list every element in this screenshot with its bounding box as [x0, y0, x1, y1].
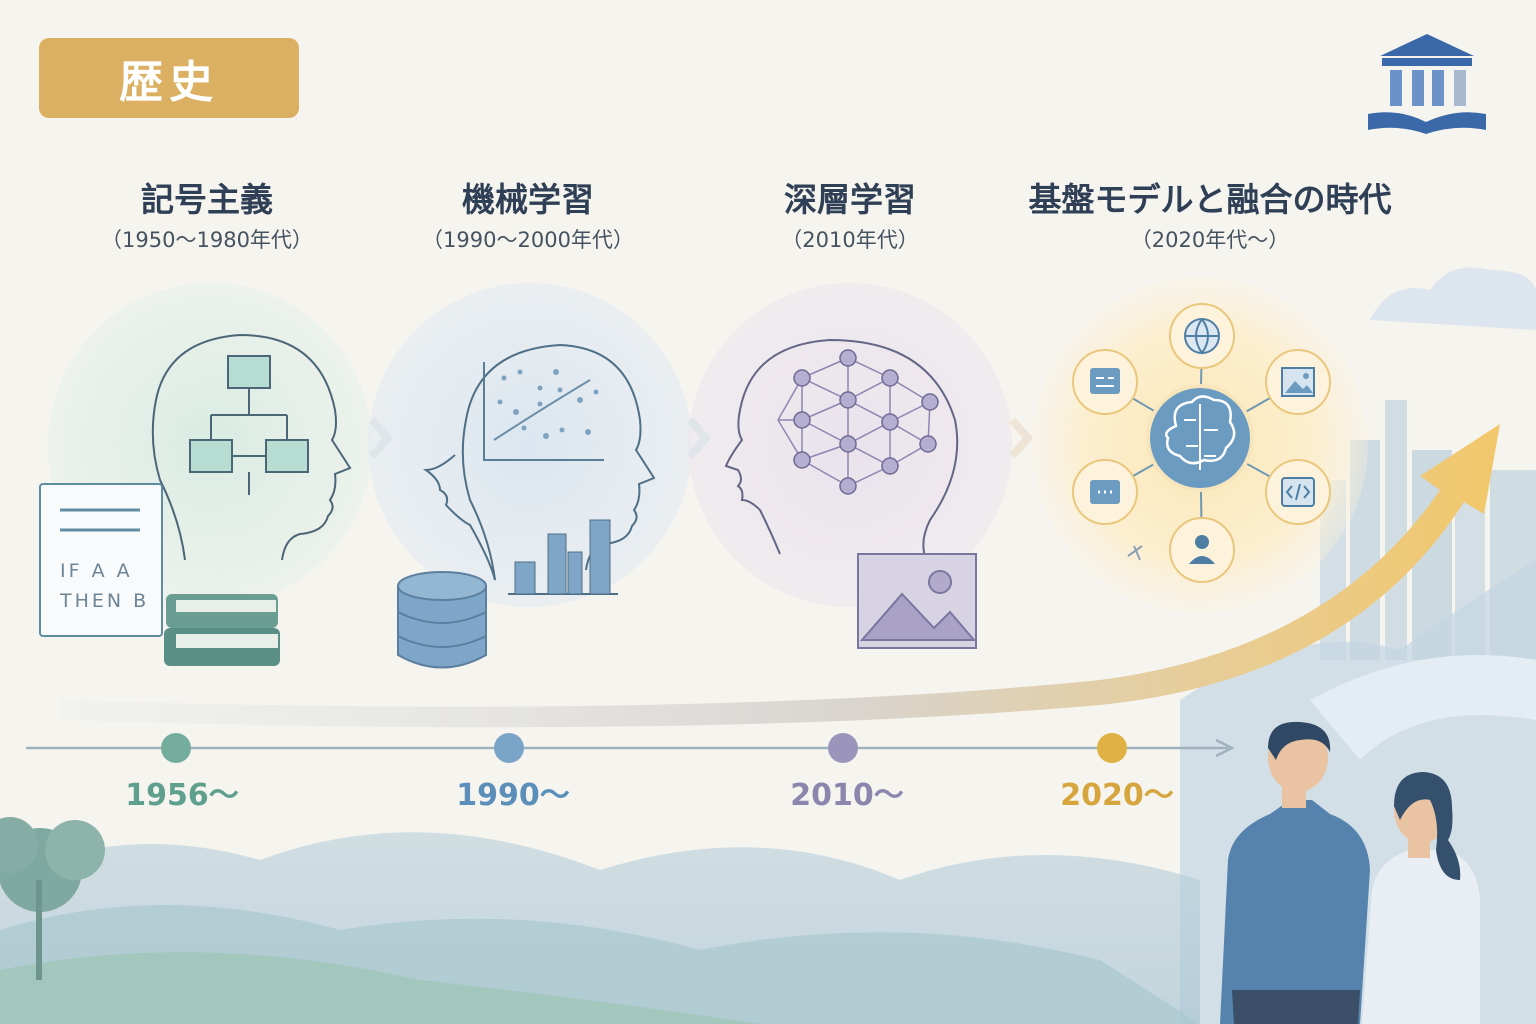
tools-icon: [1127, 545, 1143, 561]
books-icon: [164, 594, 280, 666]
database-icon: [397, 571, 487, 669]
woman-figure: [1362, 772, 1480, 1024]
year-label-1990: 1990〜: [456, 778, 570, 813]
tree-icon: [0, 817, 105, 980]
timeline-dot-2: [494, 733, 524, 763]
globe-icon: [1184, 318, 1220, 355]
era-title: 機械学習: [462, 180, 594, 219]
year-label-2020: 2020〜: [1060, 778, 1174, 813]
section-title-badge: 歴史: [39, 38, 299, 118]
era-machine-learning: 機械学習 （1990〜2000年代）: [338, 178, 718, 258]
rule-line-1: IF A A: [60, 560, 133, 582]
foundation-model-hub-icon: [1072, 303, 1331, 583]
era-period: （2010年代）: [781, 228, 919, 252]
era-circle-2: [368, 283, 692, 607]
timeline: [26, 733, 1235, 763]
user-icon: [1189, 535, 1215, 564]
bar-chart-icon: [508, 519, 618, 595]
chat-bubble-icon: [1090, 480, 1120, 504]
era-period: （1990〜2000年代）: [422, 228, 634, 252]
cloud-shape: [1370, 267, 1536, 330]
era-foundation-models: 基盤モデルと融合の時代 （2020年代〜）: [1010, 178, 1410, 258]
era-symbolism: 記号主義 （1950〜1980年代）: [17, 178, 397, 258]
era-title: 深層学習: [784, 180, 916, 219]
timeline-dot-4: [1097, 733, 1127, 763]
rule-line-2: THEN B: [60, 590, 150, 612]
code-icon: [1281, 477, 1315, 507]
timeline-dot-1: [161, 733, 191, 763]
head-neural-network-icon: [724, 338, 959, 557]
era-title: 基盤モデルと融合の時代: [1028, 180, 1392, 219]
timeline-dot-3: [828, 733, 858, 763]
university-book-icon: [1368, 34, 1486, 134]
man-figure: [1220, 721, 1370, 1024]
head-scatter-plot-icon: [422, 343, 656, 581]
rule-text: IF A A THEN B: [60, 556, 149, 616]
era-period: （2020年代〜）: [1130, 228, 1290, 252]
era-title: 記号主義: [141, 180, 273, 219]
head-flowchart-icon: [151, 333, 352, 561]
image-icon: [857, 553, 977, 649]
year-label-2010: 2010〜: [790, 778, 904, 813]
era-period: （1950〜1980年代）: [101, 228, 313, 252]
year-label-1956: 1956〜: [125, 778, 239, 813]
era-deep-learning: 深層学習 （2010年代）: [660, 178, 1040, 258]
rule-document-icon: [39, 483, 163, 637]
picture-icon: [1281, 367, 1315, 397]
document-icon: [1090, 368, 1120, 394]
